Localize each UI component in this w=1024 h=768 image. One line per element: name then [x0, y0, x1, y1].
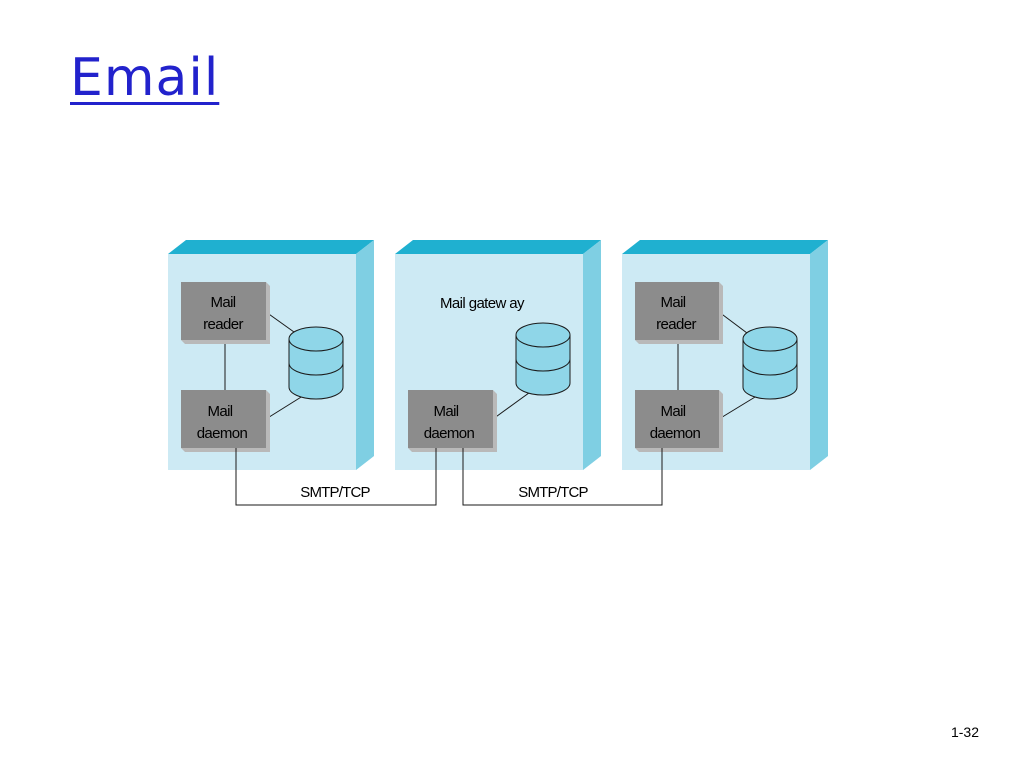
smtp-link-label: SMTP/TCP — [300, 484, 370, 501]
daemon-mailbox-line — [492, 389, 534, 420]
box-label-line1: Mail — [210, 294, 235, 311]
box-label-line1: Mail — [433, 403, 458, 420]
smtp-link-line — [235, 448, 437, 506]
page-number: 1-32 — [950, 724, 979, 740]
smtp-link-label: SMTP/TCP — [518, 484, 588, 501]
daemon-mailbox-line — [718, 393, 761, 420]
box-label-line1: Mail — [660, 403, 685, 420]
mail-reader-box: Mail reader — [635, 282, 723, 344]
mail-daemon-box: Mail daemon — [181, 390, 270, 452]
mail-daemon-box: Mail daemon — [635, 390, 723, 452]
mail-daemon-box: Mail daemon — [408, 390, 497, 452]
mailbox-icon — [515, 322, 571, 396]
gateway-caption: Mail gatew ay — [440, 295, 525, 312]
box-label-line2: daemon — [197, 425, 248, 442]
box-label-line2: reader — [203, 316, 243, 333]
mailbox-icon — [742, 326, 798, 400]
mail-reader-box: Mail reader — [181, 282, 270, 344]
box-label-line1: Mail — [660, 294, 685, 311]
box-label-line2: daemon — [424, 425, 475, 442]
box-label-line1: Mail — [207, 403, 232, 420]
smtp-link-line — [462, 448, 663, 506]
box-label-line2: daemon — [650, 425, 701, 442]
daemon-mailbox-line — [265, 393, 307, 420]
slide-title: Email — [70, 48, 220, 108]
mailbox-icon — [288, 326, 344, 400]
box-label-line2: reader — [656, 316, 696, 333]
